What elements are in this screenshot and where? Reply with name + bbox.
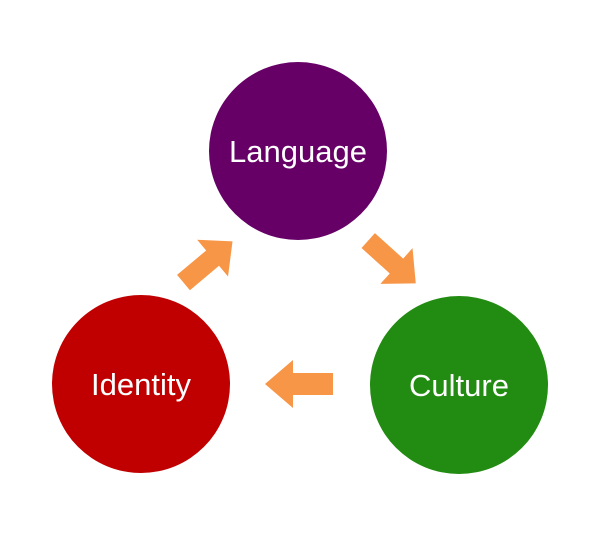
arrow-culture-to-identity-shape	[265, 360, 333, 408]
node-language-circle	[209, 62, 387, 240]
arrow-identity-to-language	[177, 239, 233, 291]
node-culture-label: Culture	[409, 368, 509, 403]
arrow-identity-to-language-shape	[177, 239, 233, 291]
node-identity-circle	[52, 295, 230, 473]
node-identity: Identity	[52, 295, 230, 473]
arrow-culture-to-identity	[265, 360, 333, 408]
node-culture: Culture	[370, 296, 548, 474]
node-identity-label: Identity	[91, 367, 191, 402]
arrow-language-to-culture-shape	[361, 233, 416, 284]
node-language: Language	[209, 62, 387, 240]
node-language-label: Language	[229, 134, 367, 169]
node-culture-circle	[370, 296, 548, 474]
arrow-language-to-culture	[361, 233, 416, 284]
